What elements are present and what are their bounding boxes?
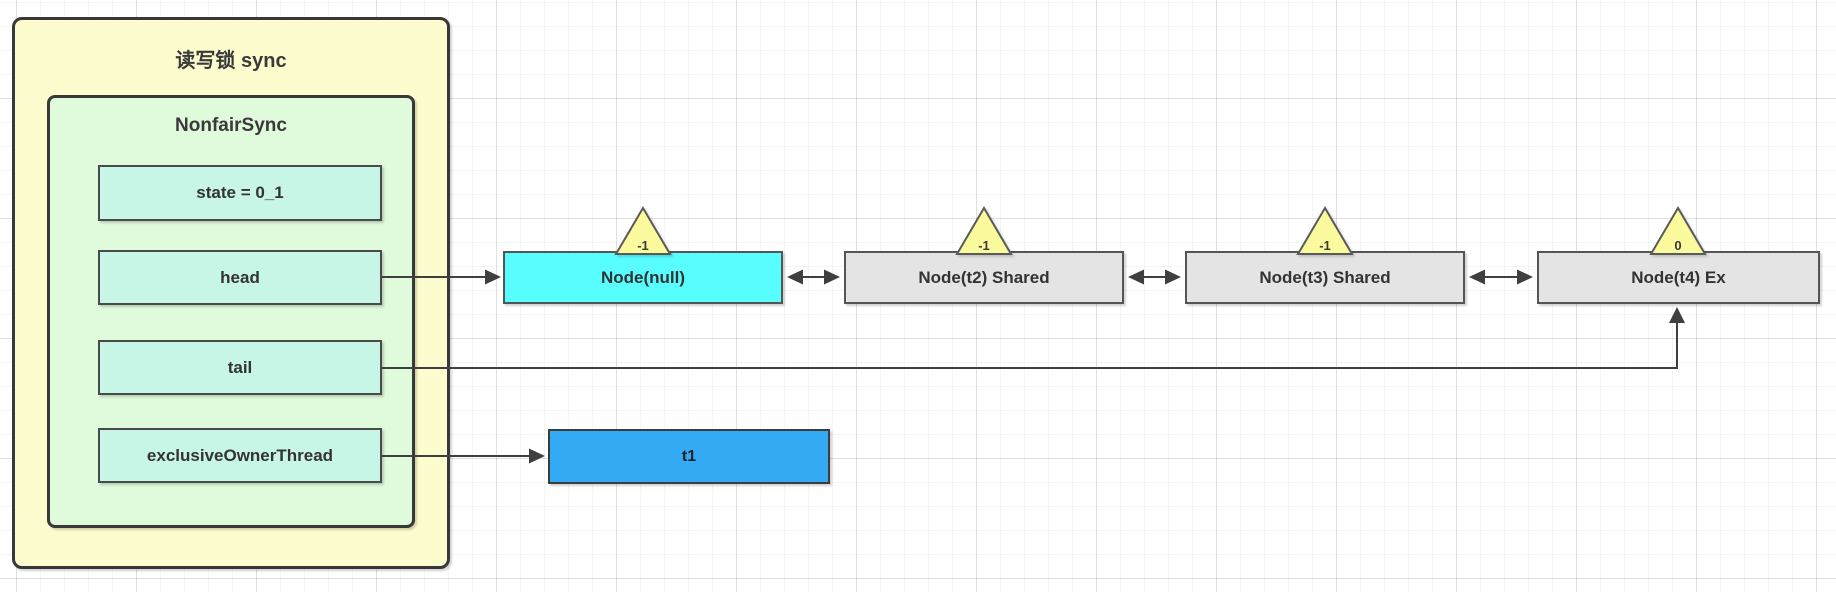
thread-t1-label: t1 bbox=[681, 447, 697, 465]
field-head[interactable]: head bbox=[98, 250, 382, 305]
wait-status-triangle-null[interactable]: -1 bbox=[614, 206, 672, 256]
wait-status-t4-value: 0 bbox=[1674, 238, 1681, 253]
field-exclusive-owner-thread[interactable]: exclusiveOwnerThread bbox=[98, 428, 382, 483]
queue-node-null-label: Node(null) bbox=[600, 267, 686, 287]
queue-node-null[interactable]: Node(null) bbox=[503, 251, 783, 304]
thread-t1-box[interactable]: t1 bbox=[548, 429, 830, 484]
wait-status-triangle-t3[interactable]: -1 bbox=[1296, 206, 1354, 256]
queue-node-t2[interactable]: Node(t2) Shared bbox=[844, 251, 1124, 304]
wait-status-triangle-t2[interactable]: -1 bbox=[955, 206, 1013, 256]
wait-status-t3-value: -1 bbox=[1319, 238, 1331, 253]
node-link-arrow-3[interactable] bbox=[1469, 269, 1533, 285]
wait-status-t2-value: -1 bbox=[978, 238, 990, 253]
queue-node-t3-label: Node(t3) Shared bbox=[1259, 267, 1391, 287]
field-tail[interactable]: tail bbox=[98, 340, 382, 395]
node-link-arrow-2[interactable] bbox=[1128, 269, 1181, 285]
wait-status-null-value: -1 bbox=[637, 238, 649, 253]
field-tail-label: tail bbox=[227, 357, 253, 377]
queue-node-t3[interactable]: Node(t3) Shared bbox=[1185, 251, 1465, 304]
queue-node-t4-label: Node(t4) Ex bbox=[1631, 267, 1726, 287]
nonfairsync-title: NonfairSync bbox=[175, 115, 287, 136]
field-exclusive-owner-thread-label: exclusiveOwnerThread bbox=[146, 445, 334, 465]
field-state[interactable]: state = 0_1 bbox=[98, 165, 382, 221]
field-head-label: head bbox=[220, 267, 260, 287]
field-state-label: state = 0_1 bbox=[196, 183, 284, 202]
node-link-arrow-1[interactable] bbox=[787, 269, 840, 285]
tail-pointer-arrow[interactable] bbox=[382, 307, 1685, 369]
wait-status-triangle-t4[interactable]: 0 bbox=[1649, 206, 1707, 256]
rwlock-sync-title: 读写锁 sync bbox=[175, 50, 287, 72]
queue-node-t2-label: Node(t2) Shared bbox=[918, 267, 1050, 287]
queue-node-t4[interactable]: Node(t4) Ex bbox=[1537, 251, 1820, 304]
